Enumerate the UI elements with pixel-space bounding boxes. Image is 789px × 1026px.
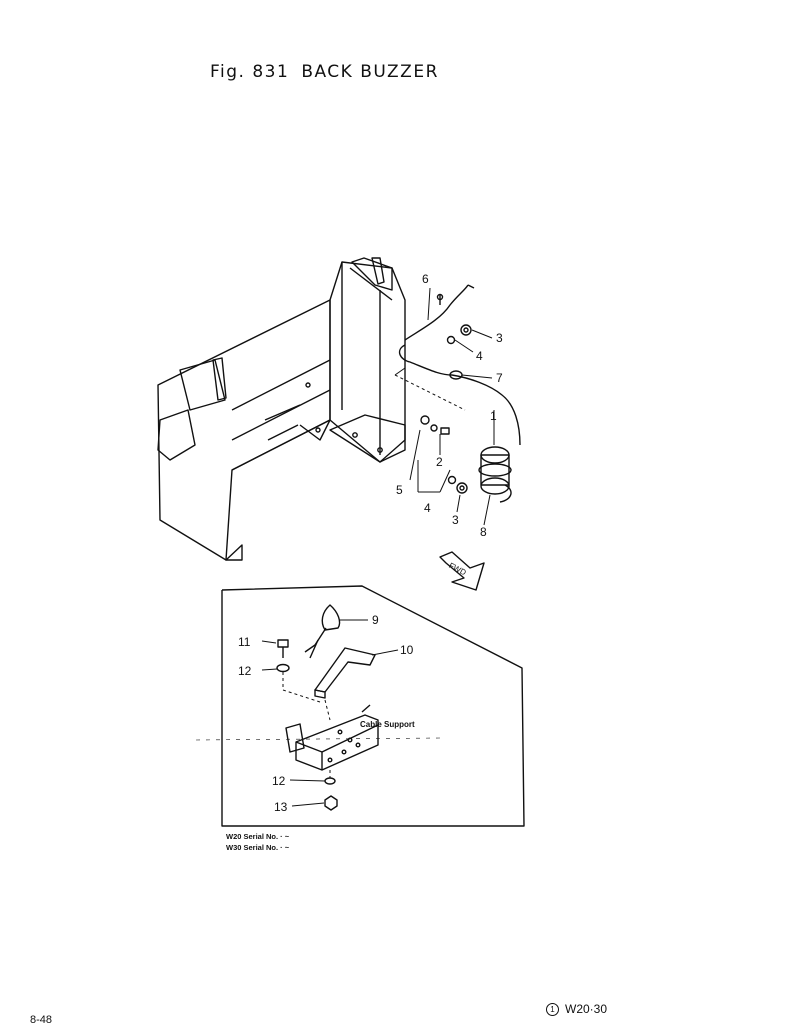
- cable-support-label: Cable Support: [360, 720, 415, 729]
- callout-2: 2: [436, 455, 443, 469]
- wire-harness: [398, 284, 521, 446]
- figure-title: Fig. 831 BACK BUZZER: [210, 62, 439, 82]
- callout-1: 1: [490, 409, 497, 423]
- bracket-assembly: [157, 257, 406, 561]
- revision-mark-icon: 1: [546, 1003, 559, 1016]
- figure-name: BACK BUZZER: [301, 62, 439, 82]
- mounting-plate: [314, 647, 376, 699]
- serial-row-w20: W20 Serial No. · ~: [226, 832, 290, 841]
- callout-numbers: 1 2 3 3 4 4 5 6 7 8 9 10 11 12 12 13: [238, 272, 503, 814]
- callout-13: 13: [274, 800, 288, 814]
- buzzer-unit: [478, 446, 512, 503]
- page-number: 8-48: [30, 1014, 53, 1026]
- callout-9: 9: [372, 613, 379, 627]
- callout-4b: 4: [424, 501, 431, 515]
- callout-5: 5: [396, 483, 403, 497]
- figure-number: Fig. 831: [210, 62, 290, 82]
- callout-10: 10: [400, 643, 414, 657]
- callout-11: 11: [238, 635, 251, 649]
- callout-8: 8: [480, 525, 487, 539]
- callout-3b: 3: [452, 513, 459, 527]
- callout-7: 7: [496, 371, 503, 385]
- leader-lines: [394, 287, 495, 526]
- callout-6: 6: [422, 272, 429, 286]
- scan-line: [195, 737, 441, 741]
- callout-4a: 4: [476, 349, 483, 363]
- serial-row-w30: W30 Serial No. · ~: [226, 843, 290, 852]
- cable-support-bracket: [285, 704, 379, 771]
- inset-hardware: [276, 639, 338, 811]
- bolts-and-washers: [420, 324, 472, 494]
- callout-3a: 3: [496, 331, 503, 345]
- inset-leader-lines: [261, 619, 399, 807]
- sensor-switch: [304, 604, 341, 659]
- fwd-arrow: [439, 551, 485, 591]
- footer-models: W20·30: [565, 1002, 608, 1016]
- callout-12a: 12: [238, 664, 252, 678]
- callout-12b: 12: [272, 774, 286, 788]
- footer-model: 1 W20·30: [546, 1002, 607, 1016]
- inset-box: [221, 585, 525, 827]
